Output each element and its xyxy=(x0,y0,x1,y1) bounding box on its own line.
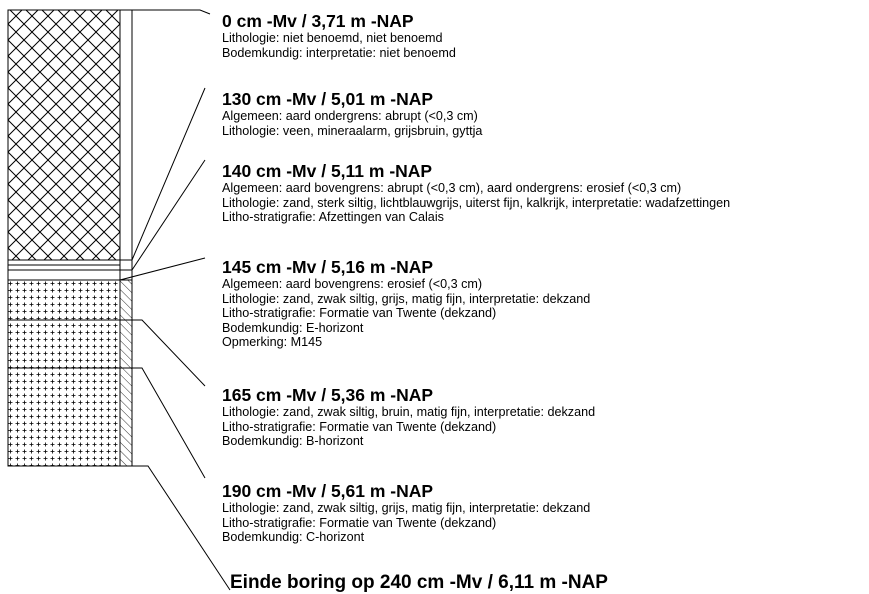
layer-line: Litho-stratigrafie: Afzettingen van Cala… xyxy=(222,210,444,225)
layer-entry-190: 190 cm -Mv / 5,61 m -NAP Lithologie: zan… xyxy=(222,481,590,545)
layer-line: Lithologie: zand, sterk siltig, lichtbla… xyxy=(222,195,731,210)
layer-line: Algemeen: aard ondergrens: abrupt (<0,3 … xyxy=(222,109,478,123)
layer-130-side-strip xyxy=(119,259,133,271)
layer-0-fill xyxy=(7,9,121,261)
leader-line-130 xyxy=(131,87,206,261)
layer-heading: 140 cm -Mv / 5,11 m -NAP xyxy=(222,161,433,181)
layer-165-fill xyxy=(7,319,121,369)
layer-line: Bodemkundig: E-horizont xyxy=(222,320,364,335)
layer-heading: 130 cm -Mv / 5,01 m -NAP xyxy=(222,89,434,109)
layer-190-fill xyxy=(7,367,121,467)
layer-heading: 165 cm -Mv / 5,36 m -NAP xyxy=(222,385,434,405)
layer-heading: 145 cm -Mv / 5,16 m -NAP xyxy=(222,257,434,277)
layer-line: Lithologie: niet benoemd, niet benoemd xyxy=(222,31,443,45)
layer-line: Opmerking: M145 xyxy=(222,335,323,350)
layer-entry-130: 130 cm -Mv / 5,01 m -NAP Algemeen: aard … xyxy=(222,89,482,138)
leader-line-0 xyxy=(120,9,211,15)
layer-entry-0: 0 cm -Mv / 3,71 m -NAP Lithologie: niet … xyxy=(222,11,456,60)
end-of-boring-label: Einde boring op 240 cm -Mv / 6,11 m -NAP xyxy=(230,572,608,593)
layer-line: Algemeen: aard bovengrens: abrupt (<0,3 … xyxy=(222,181,682,195)
layer-line: Litho-stratigrafie: Formatie van Twente … xyxy=(222,419,497,434)
layer-line: Litho-stratigrafie: Formatie van Twente … xyxy=(222,306,497,321)
leader-line-165 xyxy=(120,319,206,387)
layer-145-fill xyxy=(7,279,121,321)
layer-entry-165: 165 cm -Mv / 5,36 m -NAP Lithologie: zan… xyxy=(222,385,595,449)
layer-line: Bodemkundig: C-horizont xyxy=(222,530,365,545)
layer-line: Bodemkundig: interpretatie: niet benoemd xyxy=(222,45,456,60)
layer-line: Bodemkundig: B-horizont xyxy=(222,434,364,449)
layer-line: Algemeen: aard bovengrens: erosief (<0,3… xyxy=(222,277,483,291)
layer-line: Lithologie: zand, zwak siltig, grijs, ma… xyxy=(222,291,591,306)
layer-line: Litho-stratigrafie: Formatie van Twente … xyxy=(222,515,497,530)
leader-line-140 xyxy=(131,159,206,271)
leader-line-end xyxy=(132,465,231,591)
leader-line-145 xyxy=(119,257,206,281)
layer-heading: 0 cm -Mv / 3,71 m -NAP xyxy=(222,11,414,31)
layer-line: Lithologie: zand, zwak siltig, bruin, ma… xyxy=(222,405,596,419)
layer-heading: 190 cm -Mv / 5,61 m -NAP xyxy=(222,481,434,501)
layer-0-side-strip xyxy=(119,9,133,261)
sand-side-strip xyxy=(119,279,133,467)
layer-line: Lithologie: zand, zwak siltig, grijs, ma… xyxy=(222,501,591,515)
layer-entry-140: 140 cm -Mv / 5,11 m -NAP Algemeen: aard … xyxy=(222,161,730,225)
layer-140-fill xyxy=(7,269,121,281)
layer-entry-145: 145 cm -Mv / 5,16 m -NAP Algemeen: aard … xyxy=(222,257,590,350)
leader-line-190 xyxy=(120,367,206,479)
layer-line: Lithologie: veen, mineraalarm, grijsbrui… xyxy=(222,123,483,138)
